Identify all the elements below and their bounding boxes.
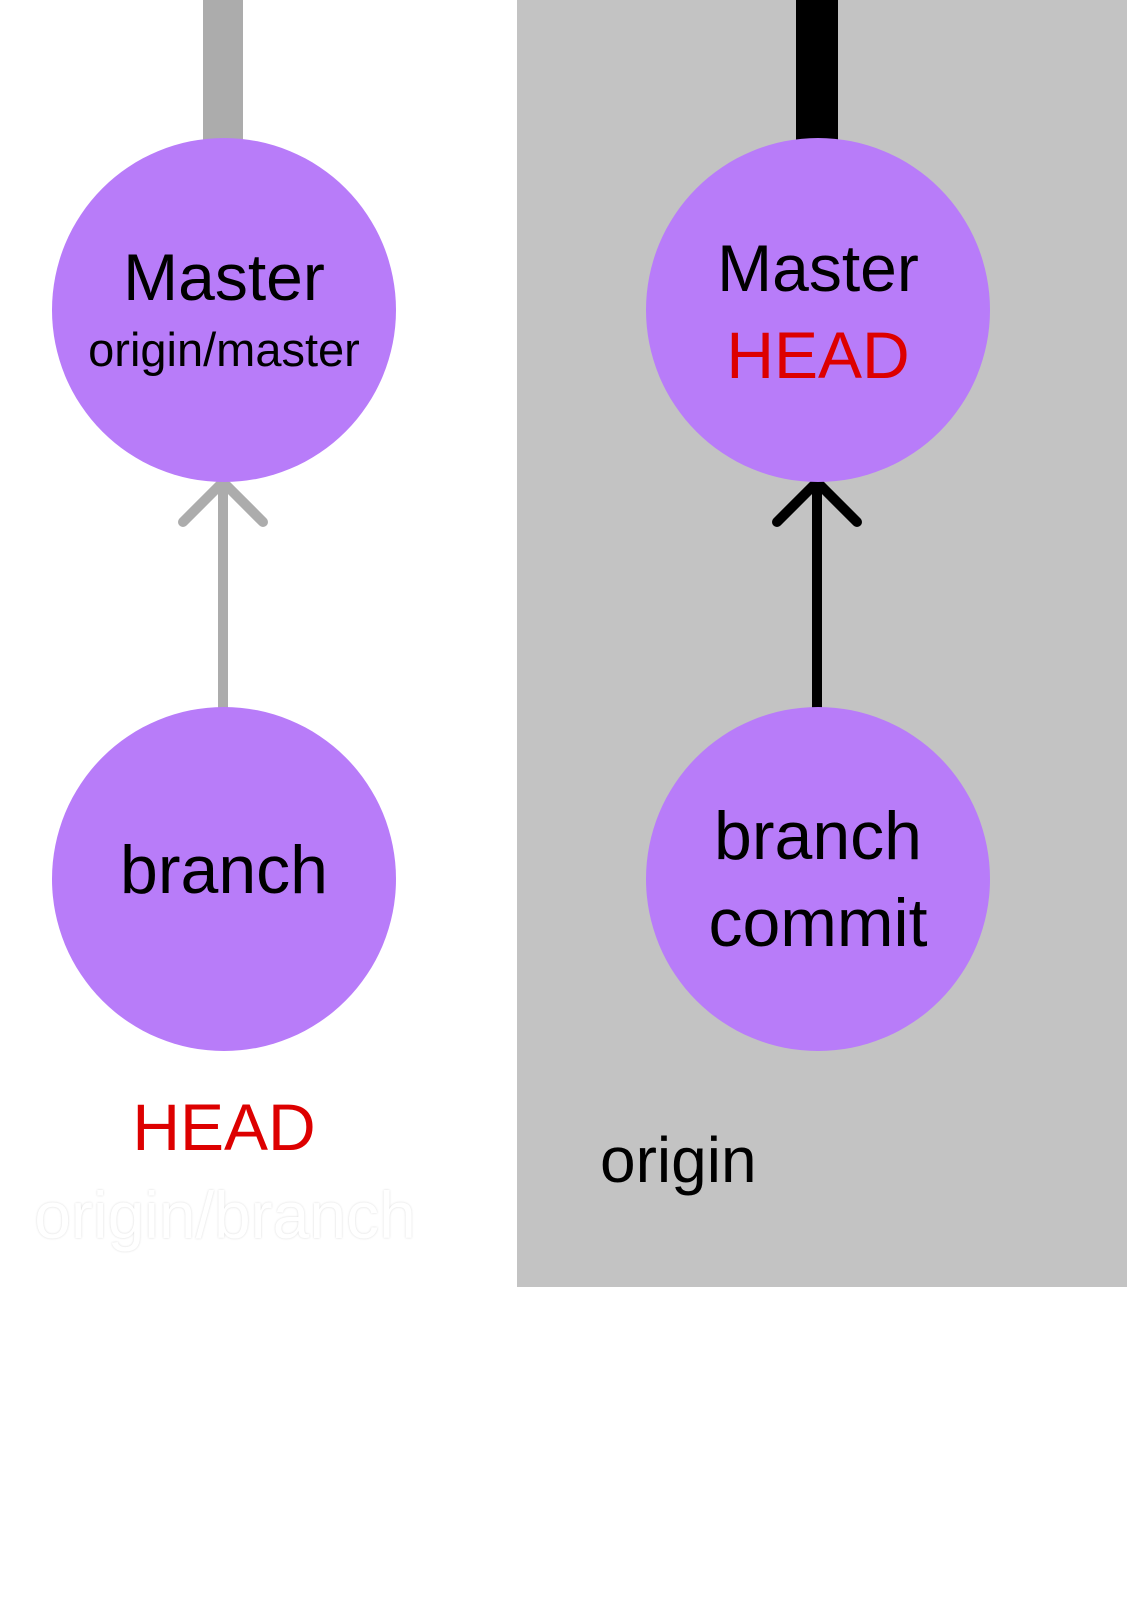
- origin-master-node: [646, 138, 990, 482]
- local-master-title: Master: [123, 240, 325, 314]
- origin-arrow-head: [772, 477, 862, 527]
- local-master-node: [52, 138, 396, 482]
- local-top-link: [203, 0, 243, 140]
- origin-branch-title: branch: [714, 798, 922, 874]
- local-arrow-head: [178, 477, 268, 527]
- local-origin-branch-label: origin/branch: [34, 1178, 416, 1252]
- origin-branch-subtitle: commit: [708, 885, 928, 961]
- local-branch-title: branch: [120, 832, 328, 908]
- local-master-subtitle: origin/master: [88, 323, 360, 376]
- origin-branch-node: [646, 707, 990, 1051]
- local-branch-node: [52, 707, 396, 1051]
- origin-panel-label: origin: [600, 1124, 757, 1196]
- origin-master-title: Master: [717, 231, 919, 305]
- origin-master-subtitle: HEAD: [726, 318, 910, 392]
- local-head-label: HEAD: [132, 1090, 316, 1164]
- origin-top-link: [796, 0, 838, 140]
